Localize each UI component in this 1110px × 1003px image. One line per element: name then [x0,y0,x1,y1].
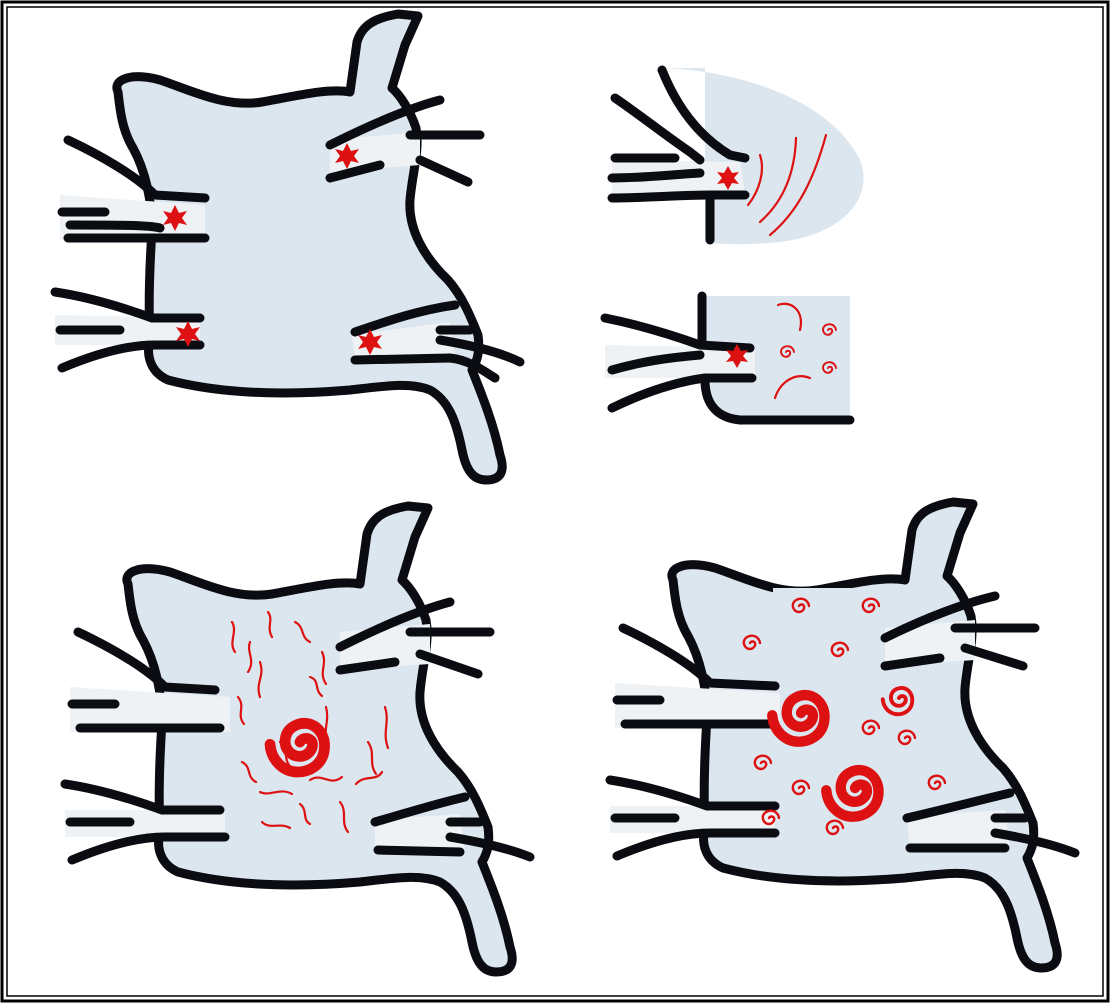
panel-bottom-left [65,506,530,972]
panel-bottom-right [610,502,1075,968]
panel-top-left-atrium [55,14,520,480]
panel-top-right-upper [612,68,863,244]
panel-top-right-lower [605,296,850,422]
